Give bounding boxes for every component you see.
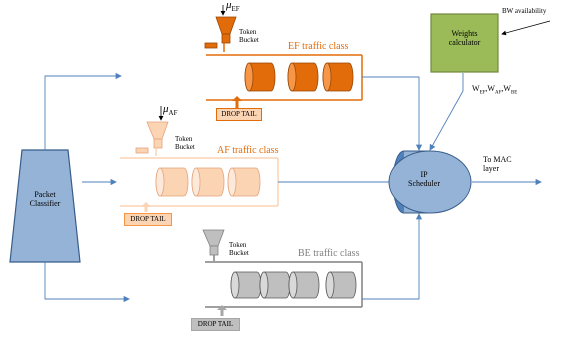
ef-class-label: EF traffic class: [288, 41, 349, 52]
weights-calculator-label: Weights calculator: [448, 29, 481, 47]
ef-queue: [206, 54, 363, 101]
bw-availability-label: BW availability: [502, 7, 547, 15]
be-packet: [259, 271, 291, 299]
weights-output-label: WEF,WAF,WBE: [472, 84, 518, 96]
queue-to-scheduler-connectors: [278, 73, 542, 300]
ef-packet: [322, 62, 354, 92]
be-queue: [205, 261, 363, 308]
af-packet: [155, 167, 189, 197]
classifier-connectors: [44, 72, 130, 303]
be-token-bucket-shape: [202, 229, 225, 261]
ef-mu-label: μEF: [226, 0, 240, 14]
packet-classifier-shape: [9, 149, 81, 263]
be-packet: [230, 271, 262, 299]
af-packet: [227, 167, 261, 197]
ip-scheduler-shape: [388, 150, 472, 214]
be-drop-tail: DROP TAIL: [191, 318, 240, 331]
to-mac-layer-label: To MAC layer: [483, 155, 512, 173]
ef-drop-tail: DROP TAIL: [216, 108, 262, 121]
packet-classifier-label: Packet Classifier: [29, 190, 61, 208]
af-class-label: AF traffic class: [217, 145, 279, 156]
af-mu-label: μAF: [163, 103, 178, 118]
be-class-label: BE traffic class: [298, 248, 360, 259]
af-token-bucket-shape: [135, 121, 169, 156]
be-packet: [288, 271, 320, 299]
queue-packets: [155, 62, 357, 299]
ef-packet: [244, 62, 276, 92]
ef-packet: [287, 62, 319, 92]
ef-token-bucket-shape: [204, 16, 237, 52]
af-drop-tail: DROP TAIL: [124, 213, 172, 226]
weights-calculator-shape: [430, 13, 499, 73]
af-packet: [191, 167, 225, 197]
be-packet: [325, 271, 357, 299]
ip-scheduler-label: IP Scheduler: [408, 170, 440, 188]
